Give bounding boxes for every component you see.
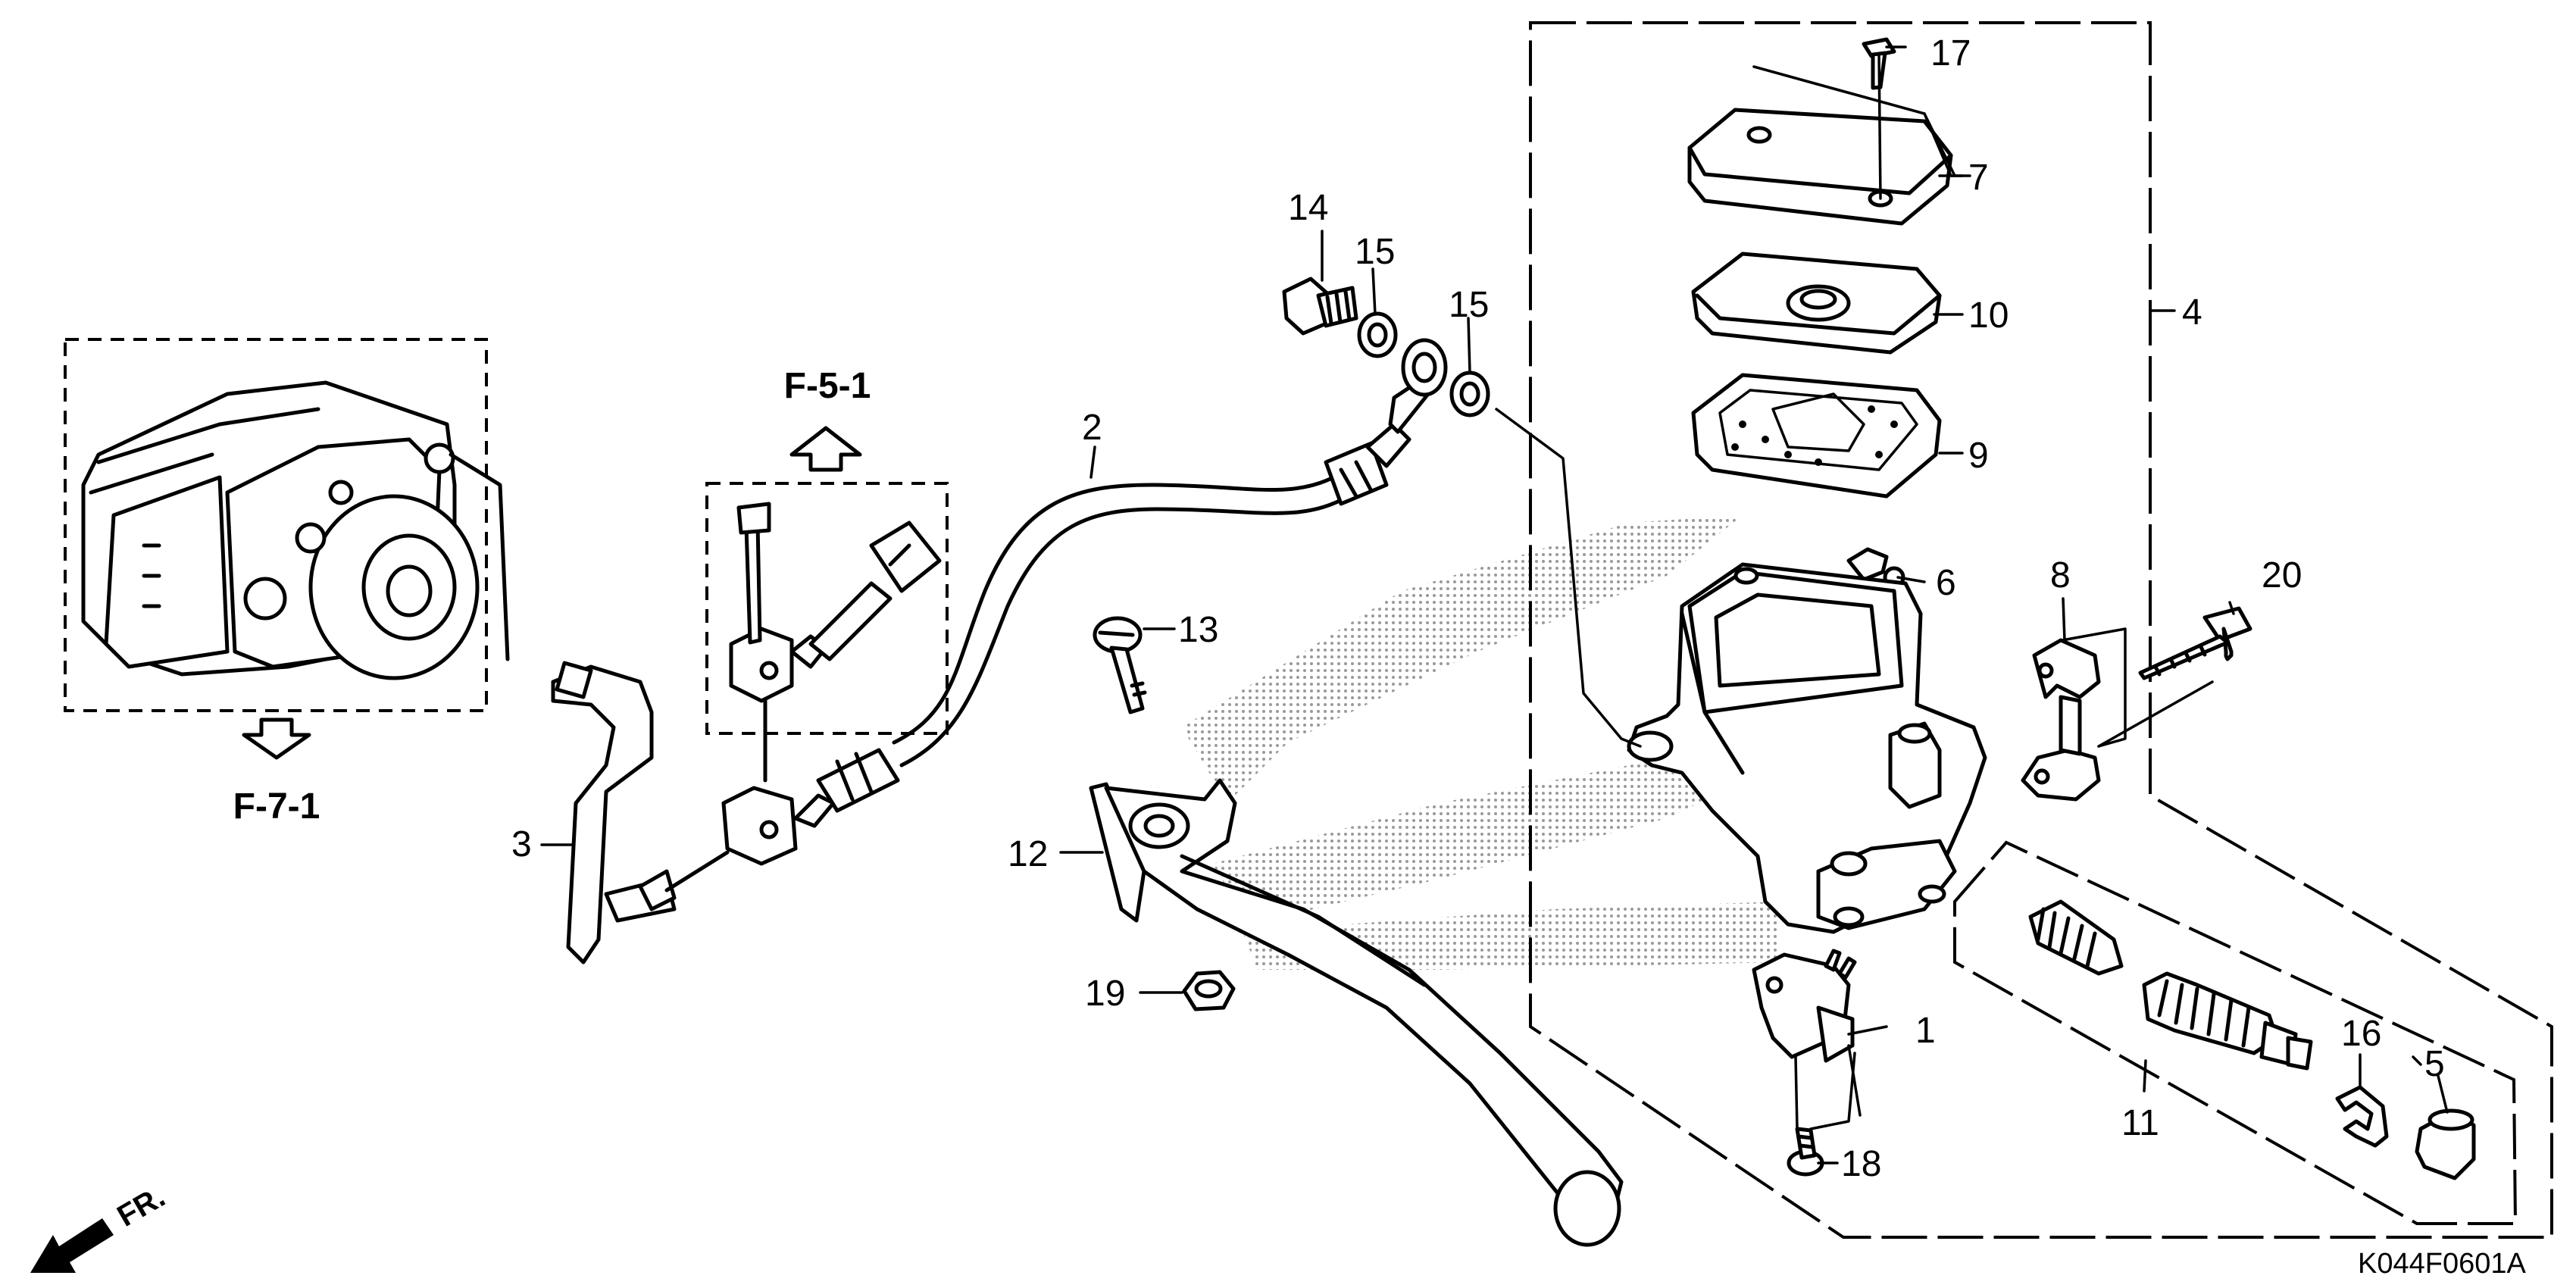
diaphragm <box>1691 373 1942 499</box>
callout-labels: 1 2 3 4 5 6 7 8 9 10 11 12 13 14 15 15 1… <box>511 33 2445 1184</box>
brake-hose <box>793 338 1448 828</box>
front-arrow-icon <box>30 1218 114 1273</box>
sealing-washer-right <box>1449 370 1490 417</box>
reservoir-cap <box>1687 108 1953 226</box>
callout-4[interactable]: 4 <box>2182 292 2202 333</box>
callout-15-right[interactable]: 15 <box>1449 285 1489 325</box>
callout-10[interactable]: 10 <box>1968 295 2009 336</box>
callout-12[interactable]: 12 <box>1008 834 1048 874</box>
callout-1[interactable]: 1 <box>1915 1011 1936 1051</box>
piston-circlip <box>2335 1085 2389 1148</box>
callout-18[interactable]: 18 <box>1841 1144 1881 1184</box>
abs-reference-arrow <box>242 717 311 760</box>
hose-joint-dashed-box <box>705 482 949 735</box>
diagram-code: K044F0601A <box>2358 1248 2526 1280</box>
holder-bolt <box>2138 606 2252 680</box>
front-direction-indicator: FR. <box>30 1180 170 1273</box>
callout-9[interactable]: 9 <box>1968 436 1989 476</box>
diaphragm-plate <box>1691 252 1942 355</box>
master-cylinder-holder <box>2021 638 2101 802</box>
lever-bushing <box>1182 970 1236 1011</box>
joint-reference-label[interactable]: F-5-1 <box>784 366 871 406</box>
abs-dashed-box <box>64 338 488 712</box>
switch-screw <box>1787 1127 1824 1177</box>
master-cylinder-assembly-outline <box>1529 21 2553 1239</box>
callout-14[interactable]: 14 <box>1288 188 1328 228</box>
piston-set-outline <box>1953 840 2518 1225</box>
piston-boot <box>2028 899 2124 976</box>
leader-lines <box>540 45 2449 1165</box>
banjo-bolt <box>1282 277 1358 336</box>
callout-6[interactable]: 6 <box>1936 563 1956 603</box>
joint-reference-arrow <box>789 426 862 472</box>
brake-pipe <box>449 452 677 964</box>
abs-modulator-group: F-7-1 <box>64 338 488 827</box>
callout-2[interactable]: 2 <box>1082 408 1102 448</box>
callout-7[interactable]: 7 <box>1968 158 1989 198</box>
callout-16[interactable]: 16 <box>2341 1014 2381 1054</box>
master-cylinder-body <box>1627 562 1987 934</box>
hose-joint-group: F-5-1 <box>664 366 949 893</box>
callout-13[interactable]: 13 <box>1178 610 1218 650</box>
boot-stopper-ring <box>2415 1108 2476 1180</box>
pivot-bolt <box>1093 616 1147 714</box>
callout-20[interactable]: 20 <box>2262 555 2302 596</box>
piston <box>2142 971 2313 1071</box>
abs-reference-label[interactable]: F-7-1 <box>233 786 320 827</box>
callout-15-left[interactable]: 15 <box>1355 232 1395 272</box>
callout-17[interactable]: 17 <box>1930 33 1971 73</box>
callout-11[interactable]: 11 <box>2121 1103 2159 1143</box>
callout-3[interactable]: 3 <box>511 824 532 864</box>
front-direction-label: FR. <box>112 1180 171 1233</box>
sealing-washer-left <box>1357 311 1398 358</box>
callout-19[interactable]: 19 <box>1085 974 1125 1014</box>
brake-light-switch <box>1752 949 1857 1063</box>
callout-5[interactable]: 5 <box>2424 1044 2445 1084</box>
callout-8[interactable]: 8 <box>2050 555 2071 596</box>
abs-modulator <box>81 380 480 680</box>
brake-lever <box>1089 778 1624 1247</box>
